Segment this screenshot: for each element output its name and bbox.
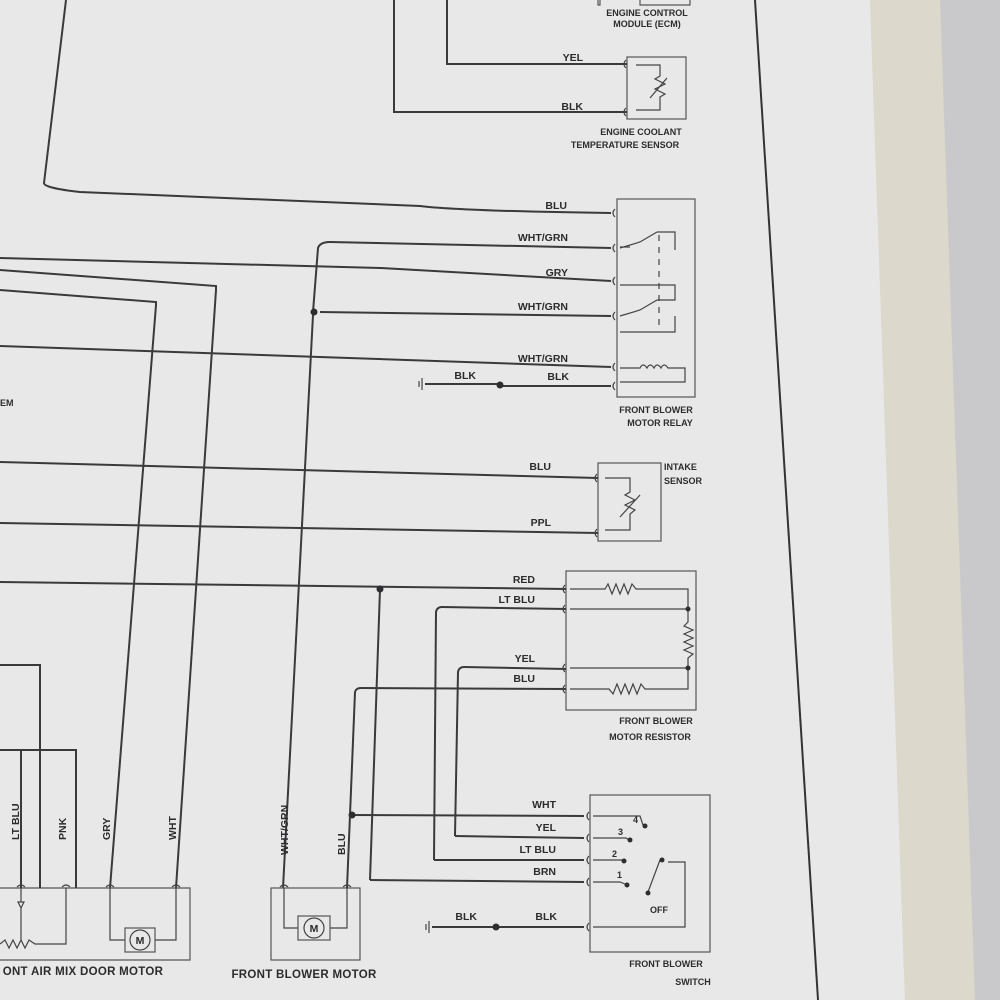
blower-resistor-component: FRONT BLOWER MOTOR RESISTOR: [565, 570, 697, 742]
wire-label-sw-blk-in: BLK: [535, 911, 557, 923]
wire-label-sw-brn: BRN: [533, 866, 556, 878]
switch-position-2: 2: [612, 849, 617, 859]
coolant-sensor-component: ENGINE COOLANT TEMPERATURE SENSOR: [571, 56, 687, 150]
wire-label-intake-blu: BLU: [529, 461, 551, 473]
wire-label-relay-whtgrn-1: WHT/GRN: [518, 232, 568, 244]
wire-label-relay-blk-in: BLK: [547, 371, 569, 383]
switch-position-4: 4: [633, 815, 638, 825]
wire-label-v-whtgrn: WHT/GRN: [279, 805, 291, 855]
blower-relay-label-2: MOTOR RELAY: [627, 418, 693, 428]
switch-off-label: OFF: [650, 905, 668, 915]
blower-switch-label-2: SWITCH: [675, 977, 711, 987]
wire-label-res-ltblu: LT BLU: [498, 594, 535, 606]
wire-label-v-gry: GRY: [101, 818, 113, 840]
wire-label-ecm-yel: YEL: [563, 52, 584, 64]
blower-motor-symbol: M: [310, 923, 319, 935]
wire-label-res-yel: YEL: [515, 653, 536, 665]
connector-marks: [16, 59, 627, 932]
wire-label-sw-blk-gnd: BLK: [455, 911, 477, 923]
wire-label-sw-yel: YEL: [536, 822, 557, 834]
wire-label-res-blu: BLU: [513, 673, 535, 685]
air-mix-motor-component: M ONT AIR MIX DOOR MOTOR: [0, 887, 191, 978]
ecm-label-1: ENGINE CONTROL: [606, 8, 688, 18]
left-fragment-label: EM: [0, 398, 14, 408]
blower-relay-label-1: FRONT BLOWER: [619, 405, 693, 415]
air-mix-motor-symbol: M: [136, 935, 145, 947]
switch-position-3: 3: [618, 827, 623, 837]
wire-label-v-blu: BLU: [336, 833, 348, 855]
wire-label-res-red: RED: [513, 574, 536, 586]
wire-label-v-pnk: PNK: [57, 817, 69, 840]
wire-label-sw-ltblu: LT BLU: [519, 844, 556, 856]
wire-label-sw-wht: WHT: [532, 799, 556, 811]
intake-sensor-label-1: INTAKE: [664, 462, 697, 472]
wire-label-v-wht: WHT: [167, 816, 179, 840]
ecm-label-2: MODULE (ECM): [613, 19, 681, 29]
wire-label-relay-gry: GRY: [546, 267, 568, 279]
intake-sensor-component: INTAKE SENSOR: [597, 462, 703, 542]
wire-label-relay-whtgrn-2: WHT/GRN: [518, 301, 568, 313]
blower-resistor-label-2: MOTOR RESISTOR: [609, 732, 691, 742]
blower-switch-label-1: FRONT BLOWER: [629, 959, 703, 969]
ecm-component: ENGINE CONTROL MODULE (ECM): [597, 0, 691, 29]
wire-label-ecm-blk: BLK: [561, 101, 583, 113]
wire-label-v-ltblu: LT BLU: [10, 803, 22, 840]
blower-motor-label: FRONT BLOWER MOTOR: [231, 969, 376, 981]
blower-switch-component: 4 3 2 1 OFF FRONT BLOWER SWITCH: [589, 794, 711, 987]
blower-resistor-label-1: FRONT BLOWER: [619, 716, 693, 726]
blower-motor-component: M FRONT BLOWER MOTOR: [231, 887, 377, 981]
switch-position-1: 1: [617, 870, 622, 880]
intake-sensor-label-2: SENSOR: [664, 476, 703, 486]
air-mix-motor-label: ONT AIR MIX DOOR MOTOR: [3, 966, 164, 978]
wire-label-intake-ppl: PPL: [531, 517, 552, 529]
wire-label-relay-whtgrn-3: WHT/GRN: [518, 353, 568, 365]
coolant-sensor-label-1: ENGINE COOLANT: [600, 127, 682, 137]
blower-relay-component: FRONT BLOWER MOTOR RELAY: [616, 198, 696, 428]
wire-label-relay-blk-gnd: BLK: [454, 370, 476, 382]
wire-label-relay-blu: BLU: [545, 200, 567, 212]
coolant-sensor-label-2: TEMPERATURE SENSOR: [571, 140, 680, 150]
